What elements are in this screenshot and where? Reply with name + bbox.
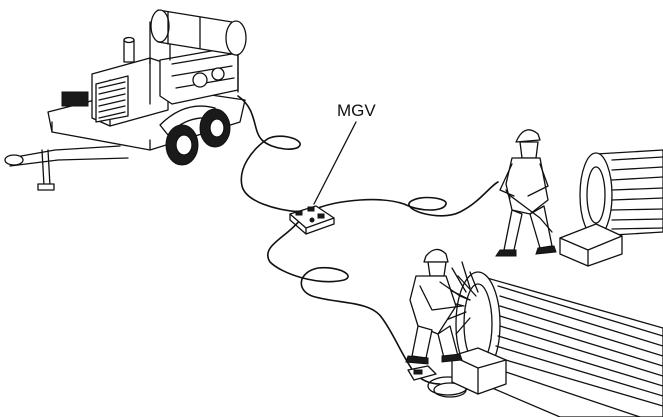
large-pipe bbox=[451, 271, 663, 417]
kneeling-worker bbox=[405, 248, 471, 381]
small-vessel bbox=[559, 149, 663, 267]
standing-worker-with-lance bbox=[495, 129, 557, 257]
mgv-callout: MGV bbox=[313, 101, 376, 205]
high-pressure-hoses bbox=[237, 95, 499, 398]
mgv-valve bbox=[289, 205, 335, 235]
mgv-label: MGV bbox=[337, 101, 376, 120]
trailer-pump-unit bbox=[4, 9, 247, 191]
